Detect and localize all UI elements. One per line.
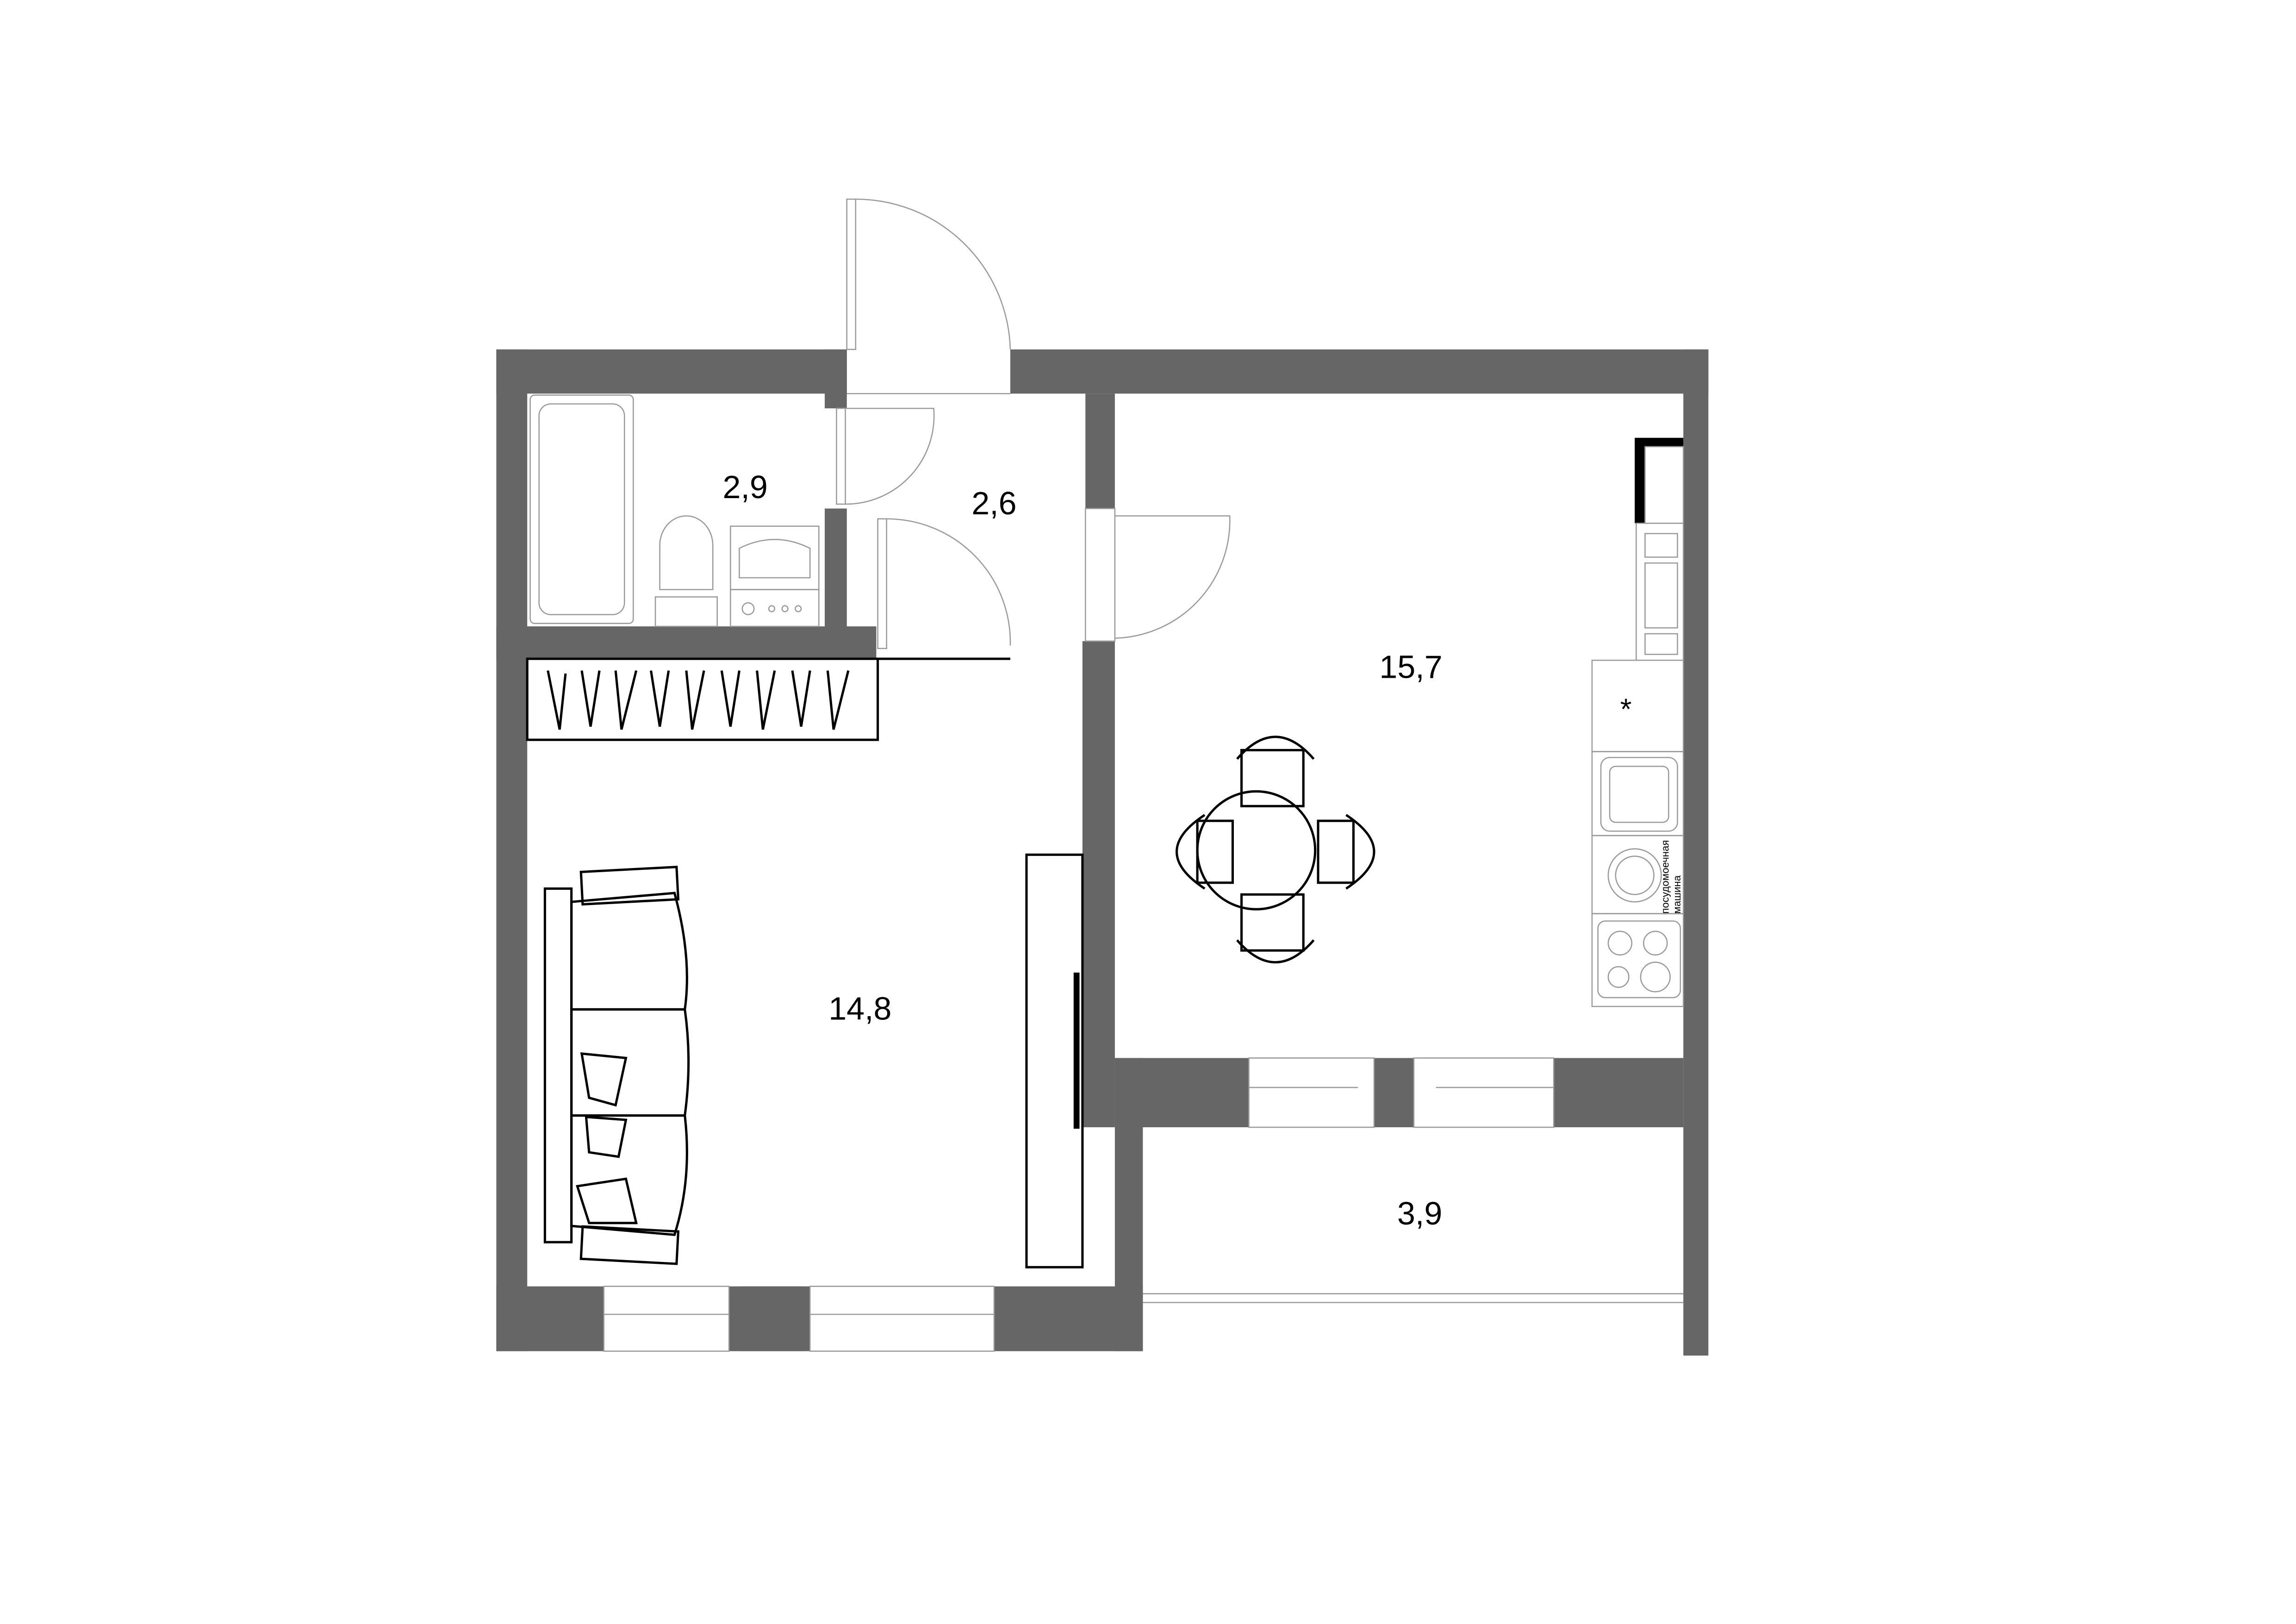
fridge — [1636, 523, 1684, 661]
dishwasher-label-line1: посудомоечная — [1659, 840, 1671, 914]
tv-stand — [1025, 853, 1084, 1268]
entrance-door[interactable] — [846, 198, 1011, 394]
dining-table — [1176, 736, 1375, 963]
bathroom-door[interactable] — [836, 407, 935, 505]
sofa — [543, 865, 690, 1265]
walls — [496, 349, 1709, 1356]
sink — [730, 525, 820, 590]
toilet-tank — [654, 596, 718, 627]
kitchen-units: * посудомоечная машина — [1591, 523, 1684, 1007]
cooktop — [1591, 913, 1684, 1007]
asterisk-note: * — [1620, 693, 1632, 726]
kitchen-door[interactable] — [1084, 508, 1231, 642]
room-area-hallway: 2,6 — [971, 485, 1016, 521]
room-area-kitchen: 15,7 — [1379, 649, 1442, 685]
bathroom-fixtures — [529, 394, 820, 627]
toilet-bowl — [659, 515, 714, 590]
washing-machine — [730, 589, 820, 627]
bathtub — [529, 394, 634, 624]
doors[interactable] — [836, 198, 1231, 660]
countertop — [1591, 659, 1684, 752]
wardrobe — [526, 657, 879, 741]
living-room-door[interactable] — [877, 518, 1011, 660]
room-area-bathroom: 2,9 — [723, 469, 768, 505]
room-area-balcony: 3,9 — [1397, 1195, 1442, 1231]
room-area-living-room: 14,8 — [828, 991, 891, 1027]
kitchen-sink — [1591, 751, 1684, 837]
windows — [603, 1057, 1684, 1352]
dishwasher-label-line2: машина — [1671, 875, 1683, 913]
